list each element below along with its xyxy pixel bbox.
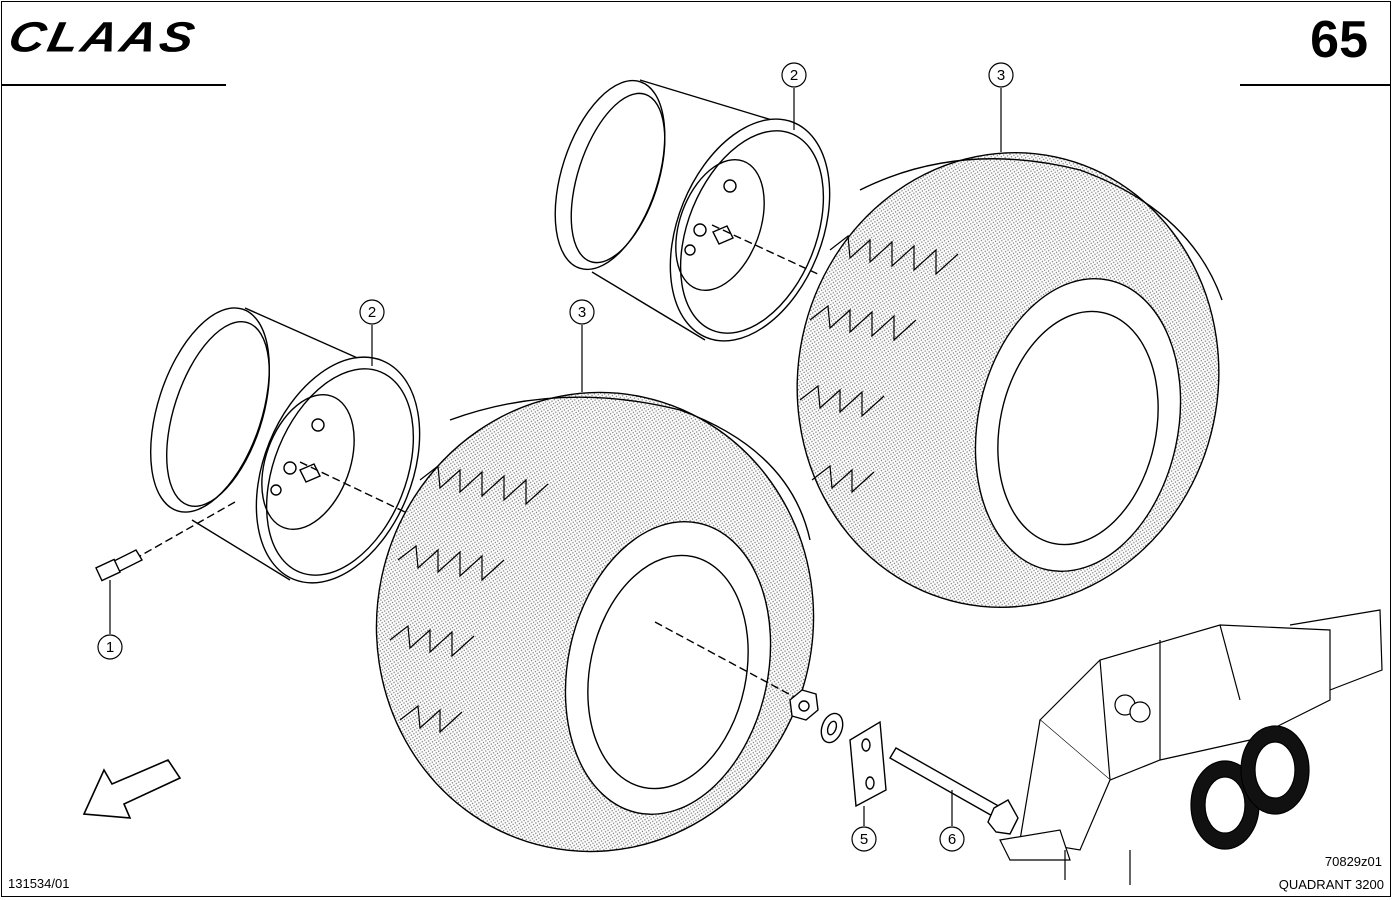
baler-thumbnail <box>999 609 1383 885</box>
header-rule-left <box>1 84 226 86</box>
callout-3-lower: 3 <box>569 299 595 392</box>
callout-label-5: 5 <box>860 831 868 848</box>
callout-5: 5 <box>851 806 877 852</box>
callout-1: 1 <box>97 580 123 660</box>
callout-6: 6 <box>939 790 965 852</box>
document-reference: 131534/01 <box>8 876 70 891</box>
callout-label-3-lower: 3 <box>578 304 586 321</box>
direction-arrow-icon <box>82 759 182 819</box>
callout-label-6: 6 <box>948 831 956 848</box>
callout-label-2-lower: 2 <box>368 304 376 321</box>
tyre-upper <box>796 152 1223 608</box>
fastener-set <box>789 689 1019 835</box>
callout-label-2-upper: 2 <box>790 67 798 84</box>
figure-reference: 70829z01 <box>1324 854 1382 869</box>
page-number: 65 <box>1310 11 1368 69</box>
callout-label-1: 1 <box>106 639 114 656</box>
washer <box>820 712 844 744</box>
wheel-nut <box>789 689 819 721</box>
callout-3-upper: 3 <box>988 62 1014 152</box>
callout-2-upper: 2 <box>781 62 807 130</box>
model-name: QUADRANT 3200 <box>1278 877 1384 892</box>
rim-lower <box>139 307 421 584</box>
wheel-bolt <box>889 747 1019 835</box>
tyre-lower <box>375 391 815 853</box>
callout-2-lower: 2 <box>359 299 385 366</box>
callout-label-3-upper: 3 <box>997 67 1005 84</box>
header-rule-right <box>1240 84 1391 86</box>
clamping-plate <box>849 720 887 808</box>
valve-part <box>95 549 143 582</box>
rim-upper <box>554 79 831 342</box>
